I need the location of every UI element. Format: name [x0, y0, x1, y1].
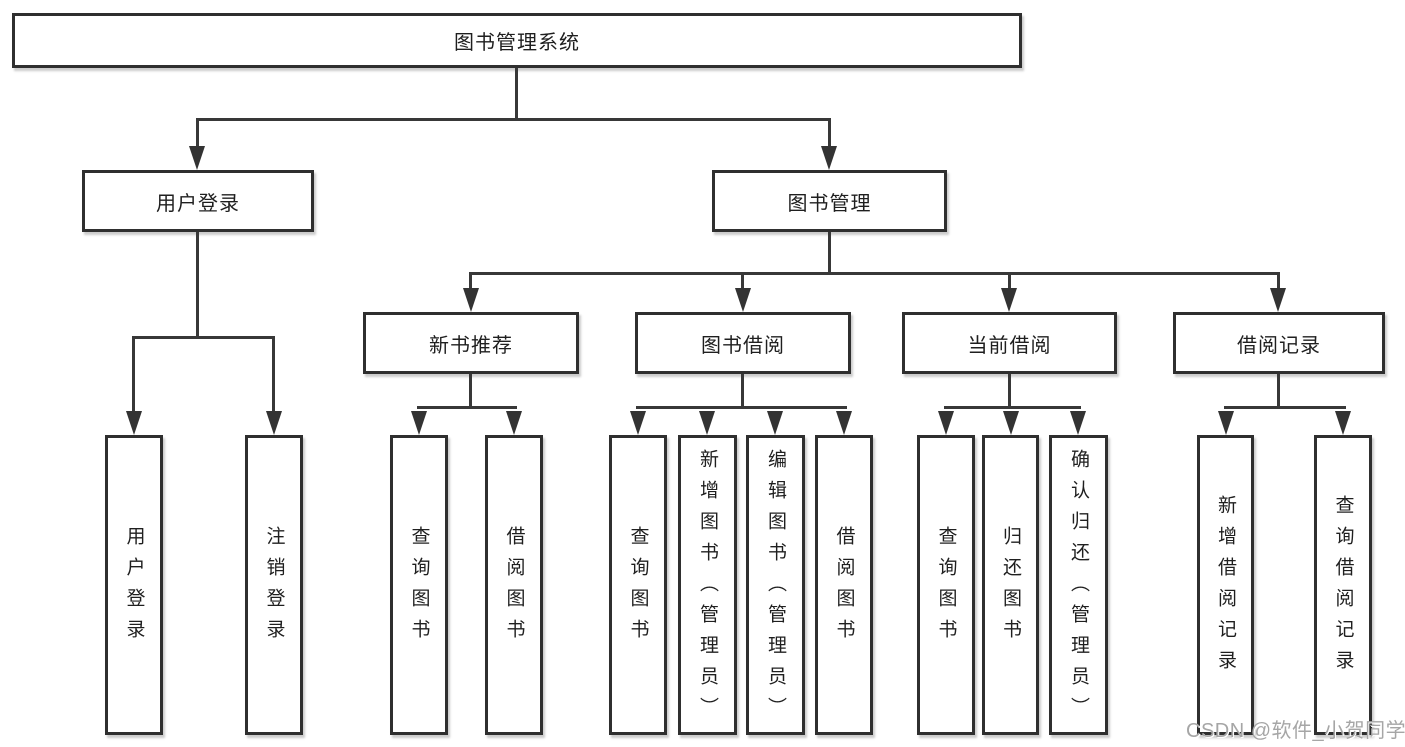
arrowhead-icon: [938, 411, 954, 435]
arrowhead-icon: [506, 411, 522, 435]
node-book-management: 图书管理: [712, 170, 947, 232]
csdn-watermark: CSDN @软件_小贺同学: [1186, 720, 1405, 742]
arrowhead-icon: [1070, 411, 1086, 435]
leaf-logout: 注销登录: [245, 435, 303, 735]
leaf-borrow-books: 借阅图书: [815, 435, 873, 735]
connector-line: [828, 118, 831, 148]
arrowhead-icon: [1218, 411, 1234, 435]
leaf-return-books: 归还图书: [982, 435, 1039, 735]
node-new-book-recommendation: 新书推荐: [363, 312, 579, 374]
connector-line: [1008, 374, 1011, 409]
connector-line: [1008, 275, 1011, 290]
connector-line: [196, 232, 199, 336]
leaf-user-login: 用户登录: [105, 435, 163, 735]
arrowhead-icon: [463, 288, 479, 312]
connector-line: [196, 118, 831, 121]
leaf-query-books-current: 查询图书: [917, 435, 975, 735]
connector-line: [1277, 275, 1280, 290]
leaf-query-books-borrowing: 查询图书: [609, 435, 667, 735]
node-root: 图书管理系统: [12, 13, 1022, 68]
leaf-query-books-recommend: 查询图书: [390, 435, 448, 735]
connector-line: [196, 118, 199, 148]
connector-line: [1277, 374, 1280, 409]
arrowhead-icon: [699, 411, 715, 435]
connector-line: [417, 406, 517, 409]
connector-line: [636, 406, 847, 409]
leaf-edit-books-admin: 编辑图书（管理员）: [746, 435, 805, 735]
arrowhead-icon: [126, 411, 142, 435]
arrowhead-icon: [836, 411, 852, 435]
leaf-query-borrow-record: 查询借阅记录: [1314, 435, 1372, 735]
arrowhead-icon: [735, 288, 751, 312]
connector-line: [741, 275, 744, 290]
node-book-borrowing: 图书借阅: [635, 312, 851, 374]
leaf-borrow-books-recommend: 借阅图书: [485, 435, 543, 735]
leaf-add-borrow-record: 新增借阅记录: [1197, 435, 1254, 735]
node-current-borrowing: 当前借阅: [902, 312, 1117, 374]
arrowhead-icon: [767, 411, 783, 435]
connector-line: [1224, 406, 1346, 409]
arrowhead-icon: [630, 411, 646, 435]
connector-line: [132, 339, 135, 413]
connector-line: [469, 272, 1280, 275]
arrowhead-icon: [411, 411, 427, 435]
leaf-confirm-return-admin: 确认归还（管理员）: [1049, 435, 1108, 735]
connector-line: [515, 68, 518, 118]
arrowhead-icon: [1003, 411, 1019, 435]
node-borrowing-records: 借阅记录: [1173, 312, 1385, 374]
arrowhead-icon: [1270, 288, 1286, 312]
arrowhead-icon: [266, 411, 282, 435]
arrowhead-icon: [821, 146, 837, 170]
arrowhead-icon: [1001, 288, 1017, 312]
connector-line: [828, 232, 831, 272]
connector-line: [469, 275, 472, 290]
connector-line: [944, 406, 1081, 409]
node-user-login: 用户登录: [82, 170, 314, 232]
arrowhead-icon: [189, 146, 205, 170]
connector-line: [741, 374, 744, 409]
leaf-add-books-admin: 新增图书（管理员）: [678, 435, 737, 735]
arrowhead-icon: [1335, 411, 1351, 435]
connector-line: [469, 374, 472, 409]
connector-line: [272, 339, 275, 413]
connector-line: [132, 336, 275, 339]
